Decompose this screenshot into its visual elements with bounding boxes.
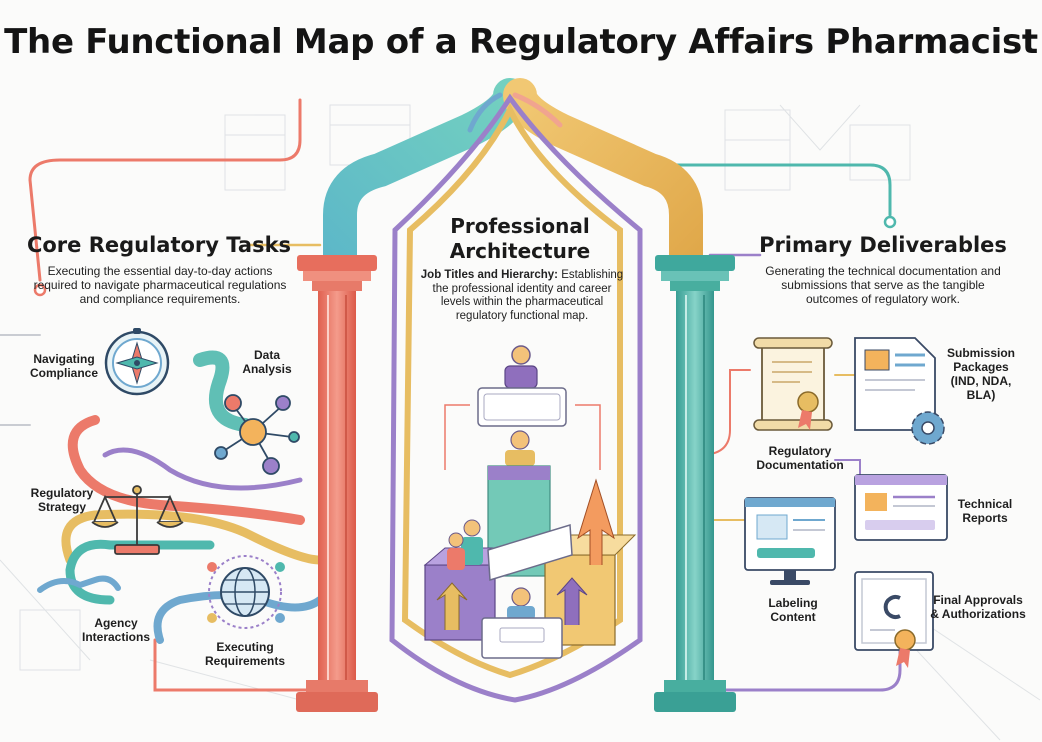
network-icon	[214, 394, 300, 475]
deliverable-final-approvals: Final Approvals & Authorizations	[930, 593, 1026, 621]
compass-icon	[104, 328, 170, 396]
task-data-analysis: Data Analysis	[242, 348, 292, 376]
task-agency-interactions: Agency Interactions	[81, 616, 150, 644]
monitor-icon	[744, 497, 836, 585]
submission-document-icon	[854, 337, 945, 445]
deliverable-submission-packages: Submission Packages (IND, NDA, BLA)	[946, 346, 1015, 402]
center-subtitle: Job Titles and Hierarchy:	[420, 269, 558, 281]
task-executing-requirements: Executing Requirements	[204, 640, 286, 668]
deliverable-regulatory-documentation: Regulatory Documentation	[756, 444, 844, 472]
background-sketch	[0, 104, 1041, 741]
core-tasks-description: Executing the essential day-to-day actio…	[33, 264, 287, 306]
deliverables-description: Generating the technical documentation a…	[765, 264, 1001, 306]
task-ribbons	[0, 334, 325, 644]
task-navigating-compliance: Navigating Compliance	[29, 352, 98, 380]
center-title-line1: Professional	[450, 214, 590, 238]
certificate-icon	[854, 571, 934, 668]
center-title-line2: Architecture	[449, 239, 591, 263]
center-title: Professional Architecture	[420, 214, 620, 264]
right-column	[654, 255, 736, 712]
page-title: The Functional Map of a Regulatory Affai…	[4, 22, 1038, 62]
arch	[323, 78, 703, 703]
globe-icon	[207, 555, 285, 629]
center-description: Establishing the professional identity a…	[432, 269, 624, 322]
hierarchy-illustration	[423, 345, 637, 659]
report-window-icon	[854, 474, 948, 541]
task-regulatory-strategy: Regulatory Strategy	[30, 486, 94, 514]
scroll-icon	[753, 337, 833, 431]
deliverables-title: Primary Deliverables	[759, 233, 1007, 257]
left-column	[296, 255, 378, 712]
deliverable-labeling-content: Labeling Content	[768, 596, 818, 624]
center-description-block: Job Titles and Hierarchy: Establishing t…	[418, 269, 626, 323]
core-tasks-title: Core Regulatory Tasks	[26, 233, 292, 257]
handshake-icon	[37, 575, 121, 593]
scales-icon	[91, 485, 184, 555]
deliverable-technical-reports: Technical Reports	[957, 497, 1013, 525]
